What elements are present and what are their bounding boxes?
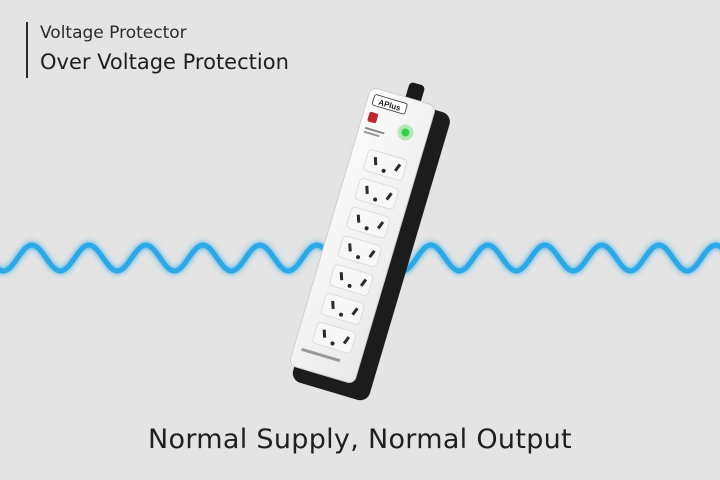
outlet-4 [338,235,382,268]
outlet-5 [329,264,373,296]
switch-label-line-2 [363,130,380,138]
model-print [301,347,341,363]
header-title: Over Voltage Protection [40,50,289,74]
power-switch [367,111,379,124]
header-block: Voltage Protector Over Voltage Protectio… [26,22,289,78]
outlet-group [312,149,408,354]
outlet-3 [346,206,391,239]
caption-text: Normal Supply, Normal Output [148,424,572,455]
outlet-7 [312,321,356,354]
header-subtitle: Voltage Protector [40,23,187,43]
switch-label-line [364,126,385,135]
power-strip: APlus [289,82,450,401]
status-indicator-glow [397,124,414,141]
outlet-1 [363,149,408,181]
outlet-2 [355,178,399,210]
outlet-6 [321,293,365,325]
status-indicator-light [401,128,410,137]
